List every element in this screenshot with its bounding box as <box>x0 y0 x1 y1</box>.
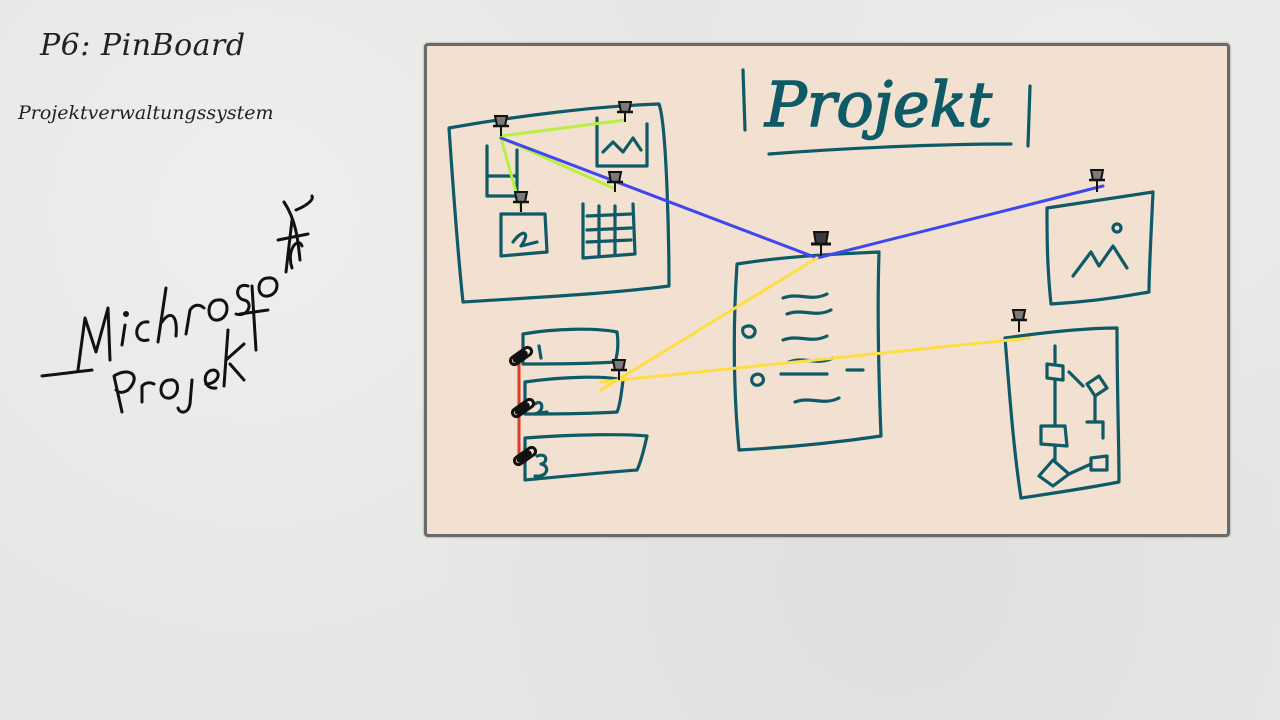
link-yellow-1 <box>599 256 819 392</box>
pushpin-icon <box>1089 169 1105 192</box>
pinboard-drawing: Projekt <box>447 67 1155 500</box>
link-blue-1 <box>499 136 819 260</box>
picture-card <box>1045 190 1155 306</box>
slide-title: P6: PinBoard <box>40 28 246 63</box>
pushpin-icon <box>513 191 529 212</box>
paperclip-icon <box>510 397 536 419</box>
slide-subtitle: Projektverwaltungssystem <box>18 102 274 124</box>
heading-right-bar <box>1026 84 1032 148</box>
paperclip-icon <box>512 445 538 467</box>
pinboard: Projekt <box>424 43 1230 537</box>
link-blue-2 <box>815 184 1105 260</box>
heading-underline <box>767 142 1013 156</box>
paperclip-icon <box>508 345 534 367</box>
board-heading: Projekt <box>764 68 992 141</box>
link-yellow-2 <box>599 336 1031 384</box>
pushpin-icon <box>617 101 633 122</box>
stacked-list-card <box>521 327 649 482</box>
pushpin-icon <box>1011 309 1027 332</box>
heading-left-bar <box>741 68 747 132</box>
pushpin-icon <box>493 115 509 136</box>
document-lines-card <box>732 250 883 452</box>
pushpin-icon <box>811 231 831 256</box>
handwritten-microsoft-projekt <box>40 194 314 414</box>
dashboard-card <box>447 102 671 304</box>
pushpin-icon <box>611 359 627 380</box>
flowchart-card <box>1003 326 1121 500</box>
pushpin-icon <box>607 171 623 192</box>
link-lime-1 <box>499 118 627 138</box>
